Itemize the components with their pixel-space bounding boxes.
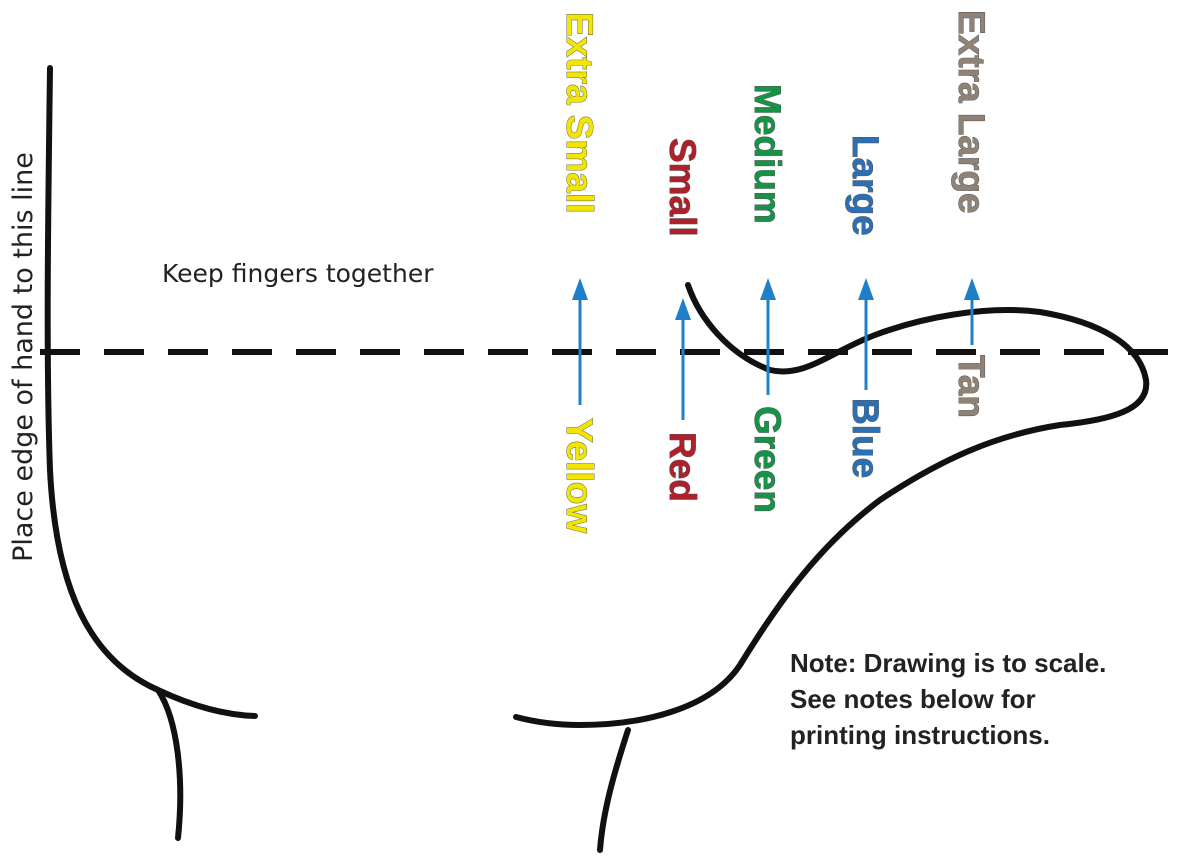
scale-note: Note: Drawing is to scale. See notes bel… xyxy=(790,648,1106,750)
arrow-head-medium xyxy=(760,278,776,300)
color-label-red: Red xyxy=(662,432,703,502)
color-label-yellow: Yellow xyxy=(559,418,600,533)
arrow-head-large xyxy=(858,278,874,300)
note-line-2: See notes below for xyxy=(790,684,1036,714)
size-label-large: Large xyxy=(845,135,886,236)
finger-instruction: Keep fingers together xyxy=(162,259,434,288)
size-label-extra-small: Extra Small xyxy=(559,12,600,214)
color-label-blue: Blue xyxy=(845,398,886,478)
arrow-head-extra-small xyxy=(572,278,588,300)
note-line-1: Note: Drawing is to scale. xyxy=(790,648,1106,678)
arrow-head-small xyxy=(675,298,691,320)
note-line-3: printing instructions. xyxy=(790,720,1050,750)
size-label-medium: Medium xyxy=(747,84,788,224)
wrist-curve-right xyxy=(597,727,631,853)
wrist-curve-left xyxy=(155,687,184,841)
palm-edge-instruction: Place edge of hand to this line xyxy=(8,152,39,562)
size-label-extra-large: Extra Large xyxy=(951,10,992,214)
hand-outline xyxy=(513,282,1150,728)
color-label-green: Green xyxy=(747,406,788,513)
size-label-small: Small xyxy=(662,138,703,237)
color-label-tan: Tan xyxy=(951,355,992,418)
arrow-head-extra-large xyxy=(964,278,980,300)
palm-edge-guide-line xyxy=(44,65,258,719)
